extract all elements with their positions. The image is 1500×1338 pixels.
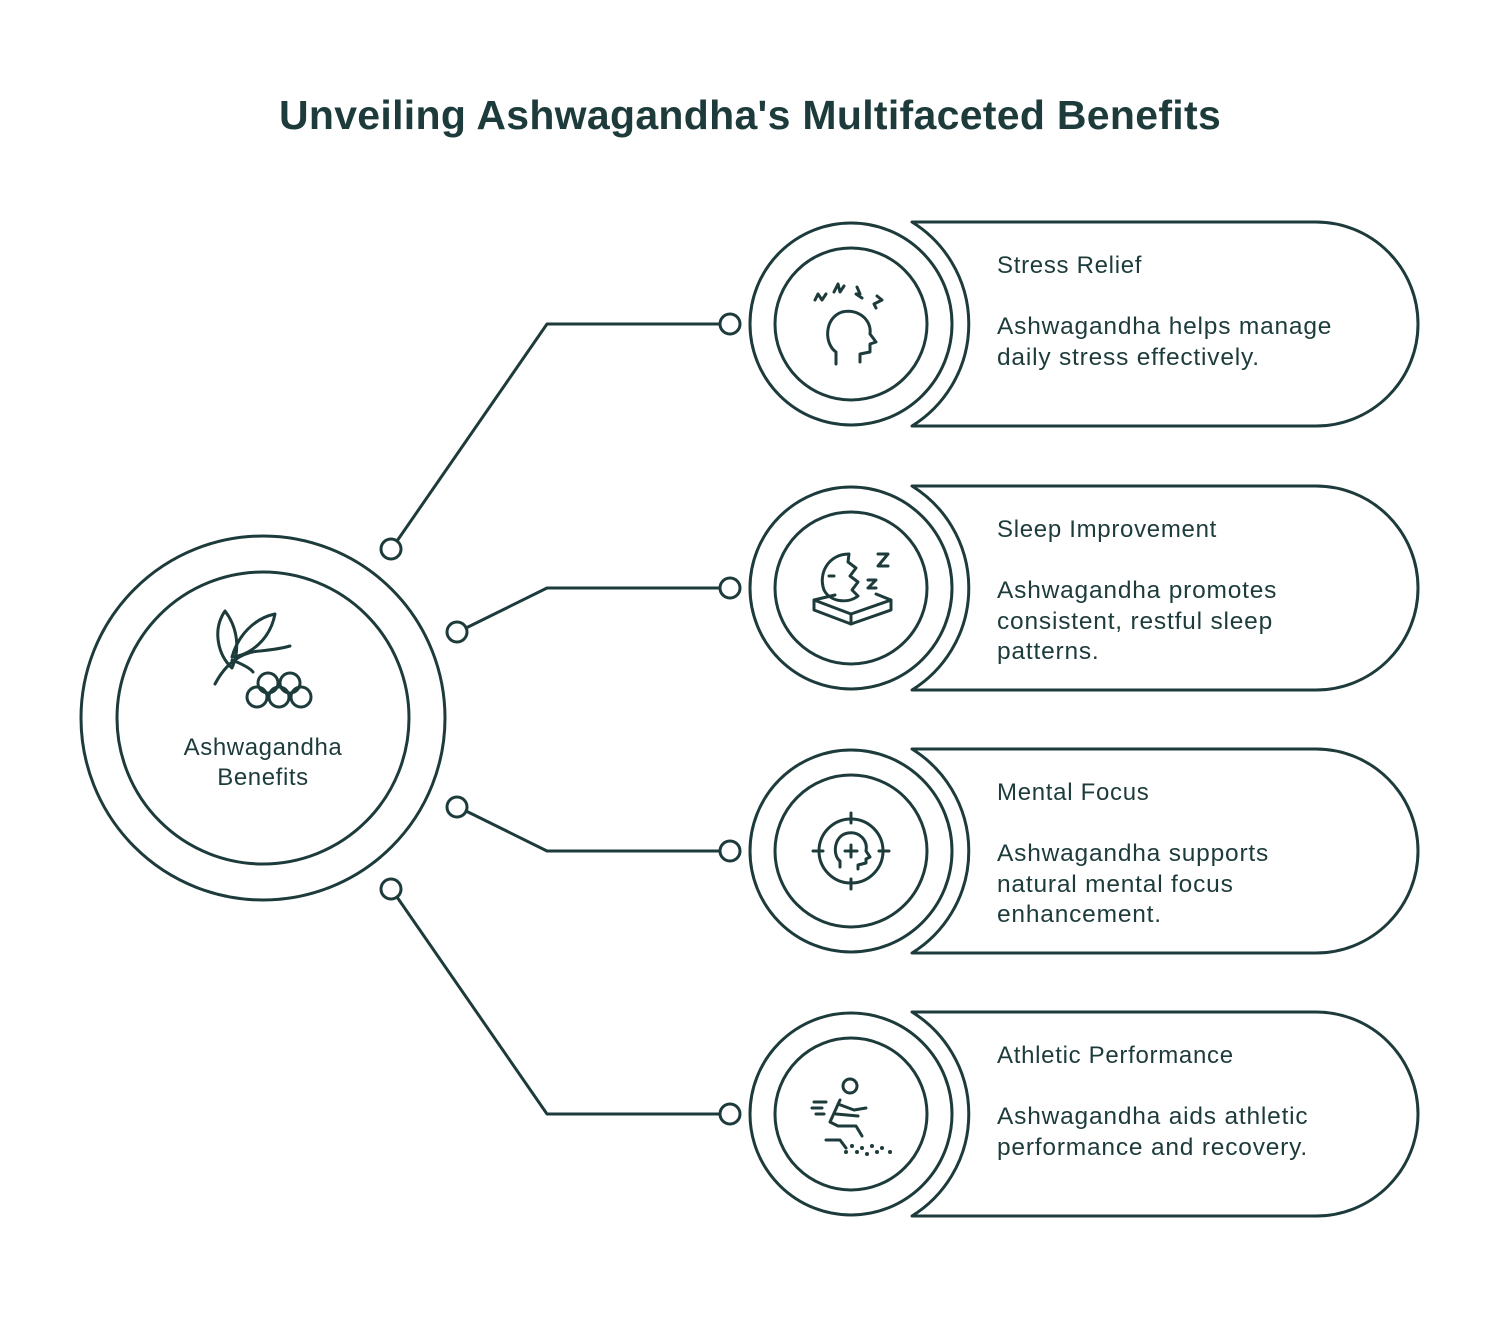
benefit-description: Ashwagandha promotes consistent, restful… [997,577,1278,665]
icon-outer-ring [748,221,954,427]
benefit-title: Mental Focus [997,779,1150,806]
connector-dot [379,537,403,561]
running-athlete-icon [810,1077,892,1156]
leaf-berries-icon [213,609,313,709]
sleeping-moon-icon [812,552,893,626]
icon-inner-ring [773,246,929,402]
benefit-card-sleep-improvement [748,484,1420,692]
benefit-description: Ashwagandha helps manage daily stress ef… [997,313,1333,371]
connector-mental-focus [464,809,722,853]
connector-dot [718,1102,742,1126]
connector-athletic-performance [395,895,722,1116]
benefit-description: Ashwagandha aids athletic performance an… [997,1103,1309,1161]
center-hub [79,534,447,902]
connector-dot [718,576,742,600]
connector-dot [445,795,469,819]
connector-dot [445,620,469,644]
card-outline [910,747,1420,955]
connector-dot [379,877,403,901]
card-outline [910,220,1420,428]
card-outline [910,1010,1420,1218]
connector-sleep-improvement [464,586,722,630]
stressed-head-icon [813,282,884,366]
center-outer-ring [79,534,447,902]
center-inner-ring [115,570,411,866]
page-title: Unveiling Ashwagandha's Multifaceted Ben… [278,92,1222,138]
icon-outer-ring [748,1011,954,1217]
connectors [379,312,742,1126]
benefit-description: Ashwagandha supports natural mental focu… [997,840,1270,928]
icon-inner-ring [773,1036,929,1192]
center-label: Ashwagandha Benefits [183,734,343,791]
benefit-card-stress-relief [748,220,1420,428]
connector-dot [718,312,742,336]
benefit-title: Athletic Performance [997,1042,1234,1069]
icon-inner-ring [773,510,929,666]
icon-inner-ring [773,773,929,929]
connector-stress-relief [395,322,722,543]
benefit-title: Sleep Improvement [997,516,1218,543]
icon-outer-ring [748,485,954,691]
focus-head-target-icon [811,811,891,891]
benefit-card-athletic-performance [748,1010,1420,1218]
connector-dot [718,839,742,863]
benefit-card-mental-focus [748,747,1420,955]
benefit-title: Stress Relief [997,252,1143,279]
card-outline [910,484,1420,692]
icon-outer-ring [748,748,954,954]
